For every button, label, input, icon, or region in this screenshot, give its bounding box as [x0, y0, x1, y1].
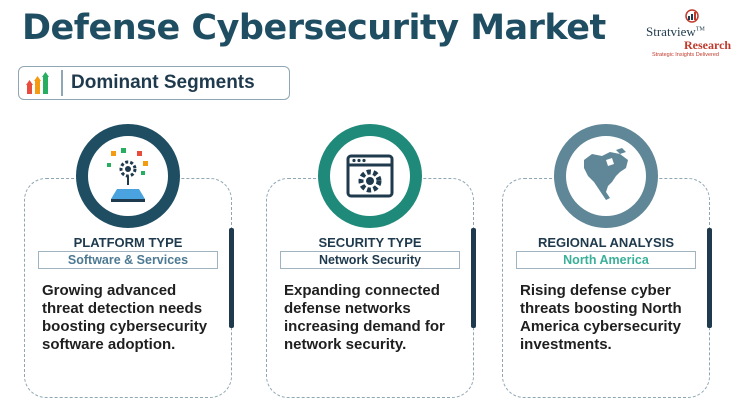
page-title: Defense Cybersecurity Market: [22, 8, 606, 48]
segment-card-platform-type: PLATFORM TYPE Software & Services Growin…: [24, 124, 234, 398]
logo-mark-icon: [685, 9, 699, 23]
logo-tagline: Strategic Insights Delivered: [652, 52, 719, 58]
network-gear-window-icon: [346, 154, 394, 198]
dominant-segments-bar: Dominant Segments: [18, 66, 290, 100]
stratview-logo: StratviewTM Research Strategic Insights …: [646, 8, 734, 62]
card-segment: Software & Services: [38, 251, 218, 269]
card-category: PLATFORM TYPE: [73, 235, 183, 250]
card-accent-bar: [471, 228, 476, 328]
card-description: Growing advanced threat detection needs …: [42, 282, 208, 353]
segments-divider: [61, 70, 63, 96]
card-accent-bar: [707, 228, 712, 328]
segments-label: Dominant Segments: [71, 72, 255, 93]
card-segment: North America: [516, 251, 696, 269]
logo-research: Research: [684, 38, 732, 52]
card-category: REGIONAL ANALYSIS: [537, 235, 675, 250]
card-icon-circle: [554, 124, 658, 228]
segment-card-security-type: SECURITY TYPE Network Security Expanding…: [266, 124, 476, 398]
growth-bars-icon: [26, 72, 49, 94]
card-category: SECURITY TYPE: [318, 235, 422, 250]
card-description: Rising defense cyber threats boosting No…: [520, 282, 682, 353]
segment-card-regional-analysis: REGIONAL ANALYSIS North America Rising d…: [502, 124, 712, 398]
card-icon-circle: [76, 124, 180, 228]
card-icon-circle: [318, 124, 422, 228]
card-segment: Network Security: [280, 251, 460, 269]
logo-name: Stratview: [646, 24, 696, 39]
software-hologram-icon: [107, 148, 148, 202]
card-description: Expanding connected defense networks inc…: [284, 282, 445, 353]
logo-trademark: TM: [695, 26, 705, 33]
north-america-map-icon: [584, 148, 628, 200]
card-accent-bar: [229, 228, 234, 328]
